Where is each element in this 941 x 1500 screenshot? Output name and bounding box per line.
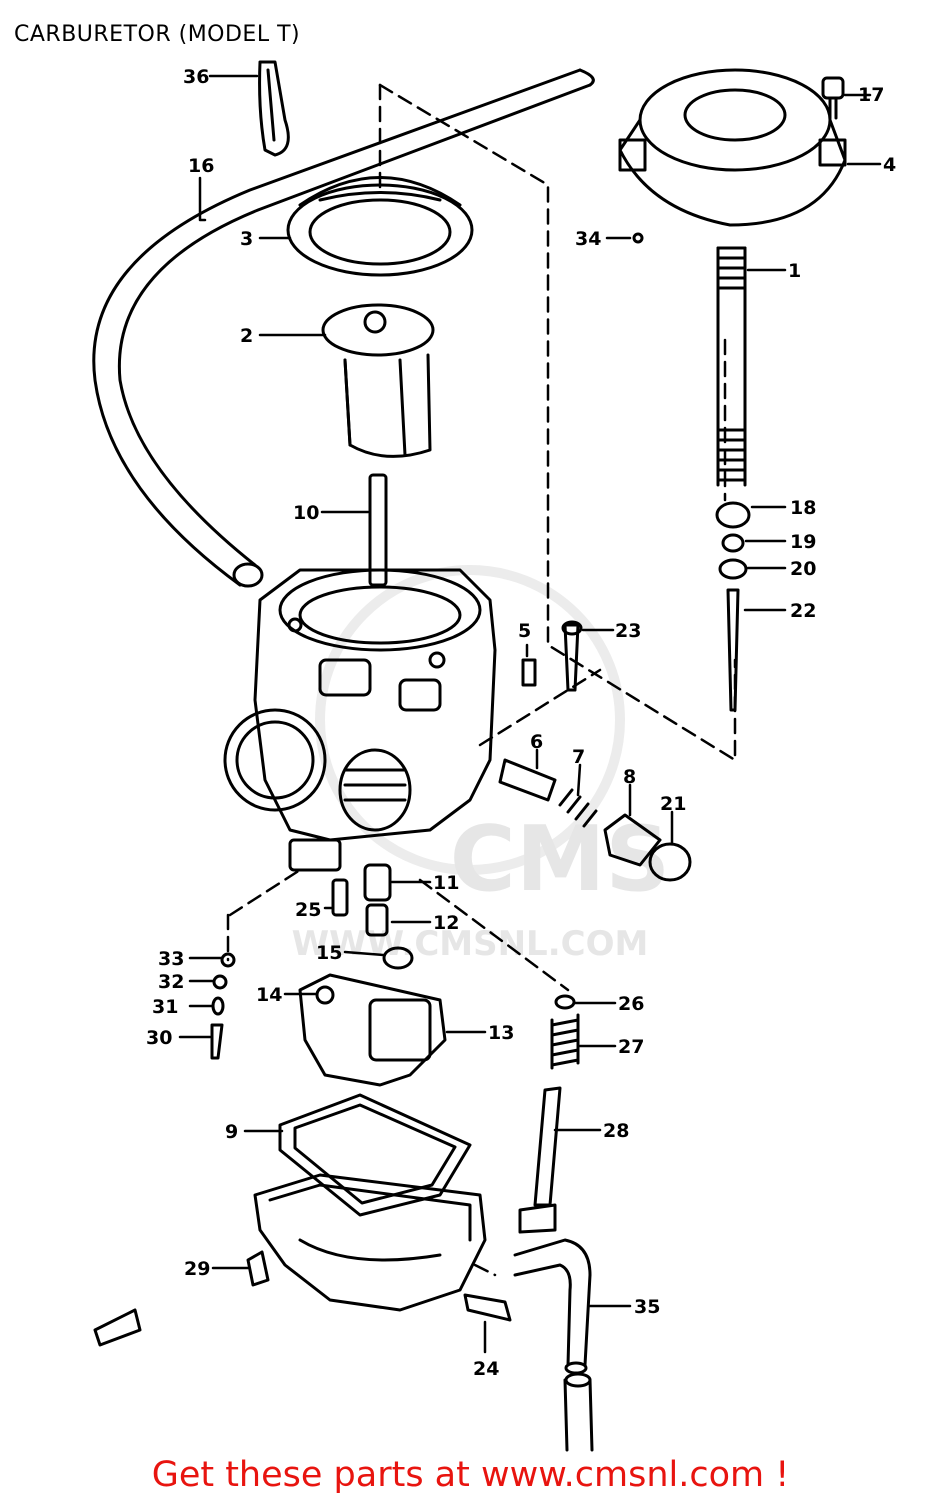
- callout-33: 33: [158, 948, 184, 970]
- callout-20: 20: [790, 558, 816, 580]
- callout-11: 11: [433, 872, 459, 894]
- cmsnl-watermark: CMS WWW.CMSNL.COM: [292, 565, 670, 964]
- part-7-spring: [558, 788, 598, 828]
- callout-36: 36: [183, 66, 209, 88]
- callout-24: 24: [473, 1358, 499, 1380]
- get-parts-link[interactable]: Get these parts at www.cmsnl.com !: [151, 1455, 790, 1495]
- part-16-hose: [92, 68, 595, 588]
- part-21-cap: [648, 842, 692, 882]
- part-25-screw: [331, 878, 349, 917]
- carburetor-body: [223, 568, 497, 872]
- callout-23: 23: [615, 620, 641, 642]
- callout-34: 34: [575, 228, 601, 250]
- callout-18: 18: [790, 497, 816, 519]
- watermark-url: WWW.CMSNL.COM: [292, 924, 649, 964]
- callout-13: 13: [488, 1022, 514, 1044]
- callout-5: 5: [518, 620, 531, 642]
- part-32-washer: [212, 974, 228, 990]
- diagram-title: CARBURETOR (MODEL T): [14, 22, 301, 47]
- callout-3: 3: [240, 228, 253, 250]
- part-23-bolt: [561, 620, 583, 692]
- part-33-ring: [220, 952, 236, 968]
- callout-1: 1: [788, 260, 801, 282]
- part-6-pilot-screw: [498, 758, 557, 802]
- callout-31: 31: [152, 996, 178, 1018]
- callout-29: 29: [184, 1258, 210, 1280]
- callout-8: 8: [623, 766, 636, 788]
- part-15-oring: [382, 946, 414, 970]
- part-28-drain-screw: [518, 1086, 562, 1234]
- callout-27: 27: [618, 1036, 644, 1058]
- callout-4: 4: [883, 154, 896, 176]
- callout-12: 12: [433, 912, 459, 934]
- part-30-screw: [210, 1023, 224, 1060]
- callout-14: 14: [256, 984, 282, 1006]
- callout-7: 7: [572, 746, 585, 768]
- callout-28: 28: [603, 1120, 629, 1142]
- part-9-gasket: [278, 1093, 472, 1217]
- callout-30: 30: [146, 1027, 172, 1049]
- part-27-spring: [550, 1013, 580, 1070]
- part-8-plug: [603, 813, 662, 867]
- float-bowl: [253, 1173, 487, 1312]
- forward-arrow-icon: [93, 1308, 142, 1347]
- callout-2: 2: [240, 325, 253, 347]
- callout-35: 35: [634, 1296, 660, 1318]
- part-24-screw: [463, 1293, 512, 1322]
- part-10-needle: [368, 473, 388, 587]
- assembly-guide-lines: [226, 83, 737, 1277]
- callout-17: 17: [858, 84, 884, 106]
- callout-leaders: [178, 74, 882, 1354]
- callout-21: 21: [660, 793, 686, 815]
- callout-9: 9: [225, 1121, 238, 1143]
- part-22-jet-needle: [726, 588, 740, 712]
- part-4-top-cap: [618, 68, 847, 227]
- part-31-ring: [211, 996, 225, 1016]
- part-18-washer: [715, 501, 751, 529]
- part-3-diaphragm: [286, 176, 474, 277]
- callout-16: 16: [188, 155, 214, 177]
- part-2-slide: [321, 303, 435, 458]
- part-19-ring: [721, 533, 745, 553]
- callout-labels: 17 4 36 16 3 2 34 1 10 18 19 20 22 5 23 …: [146, 66, 896, 1380]
- part-26-ring: [554, 994, 576, 1010]
- callout-32: 32: [158, 971, 184, 993]
- callout-26: 26: [618, 993, 644, 1015]
- part-11-jet: [363, 863, 392, 902]
- part-34-nut: [632, 232, 644, 244]
- part-12-jet: [365, 903, 389, 937]
- callout-19: 19: [790, 531, 816, 553]
- part-5-screw: [521, 658, 537, 687]
- callout-10: 10: [293, 502, 319, 524]
- watermark-logo: CMS: [450, 807, 670, 912]
- callout-22: 22: [790, 600, 816, 622]
- part-17-screw: [821, 76, 845, 120]
- callout-15: 15: [316, 942, 342, 964]
- part-1-spring: [716, 246, 747, 487]
- part-29-screw: [246, 1250, 270, 1287]
- callout-6: 6: [530, 731, 543, 753]
- part-13-float: [298, 973, 447, 1087]
- part-35-drain-hose: [513, 1238, 594, 1452]
- callout-25: 25: [295, 899, 321, 921]
- part-36-clip: [258, 60, 290, 157]
- part-20-washer: [718, 558, 748, 580]
